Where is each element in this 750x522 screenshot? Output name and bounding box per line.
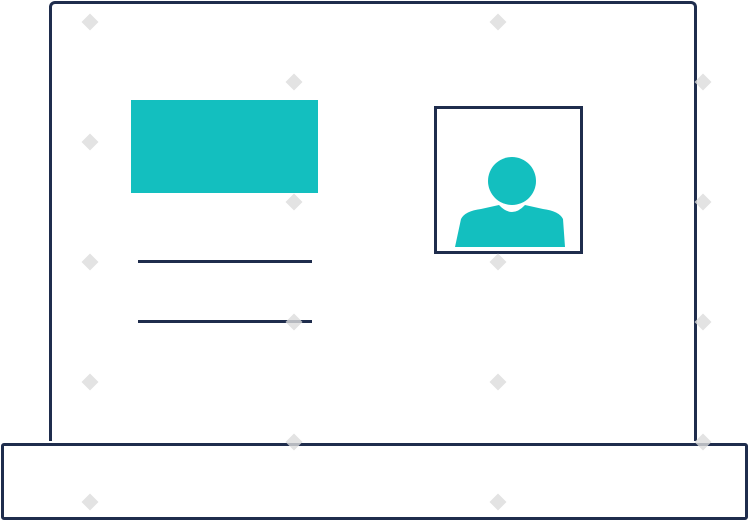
watermark-diamond (694, 313, 712, 331)
laptop-screen (49, 1, 697, 441)
text-line-2 (138, 320, 312, 323)
watermark-diamond (694, 193, 712, 211)
profile-photo-frame (434, 106, 583, 254)
text-line-1 (138, 260, 312, 263)
header-block (131, 100, 318, 193)
user-avatar-icon (455, 157, 565, 247)
watermark-diamond (694, 73, 712, 91)
laptop-base (1, 443, 748, 520)
